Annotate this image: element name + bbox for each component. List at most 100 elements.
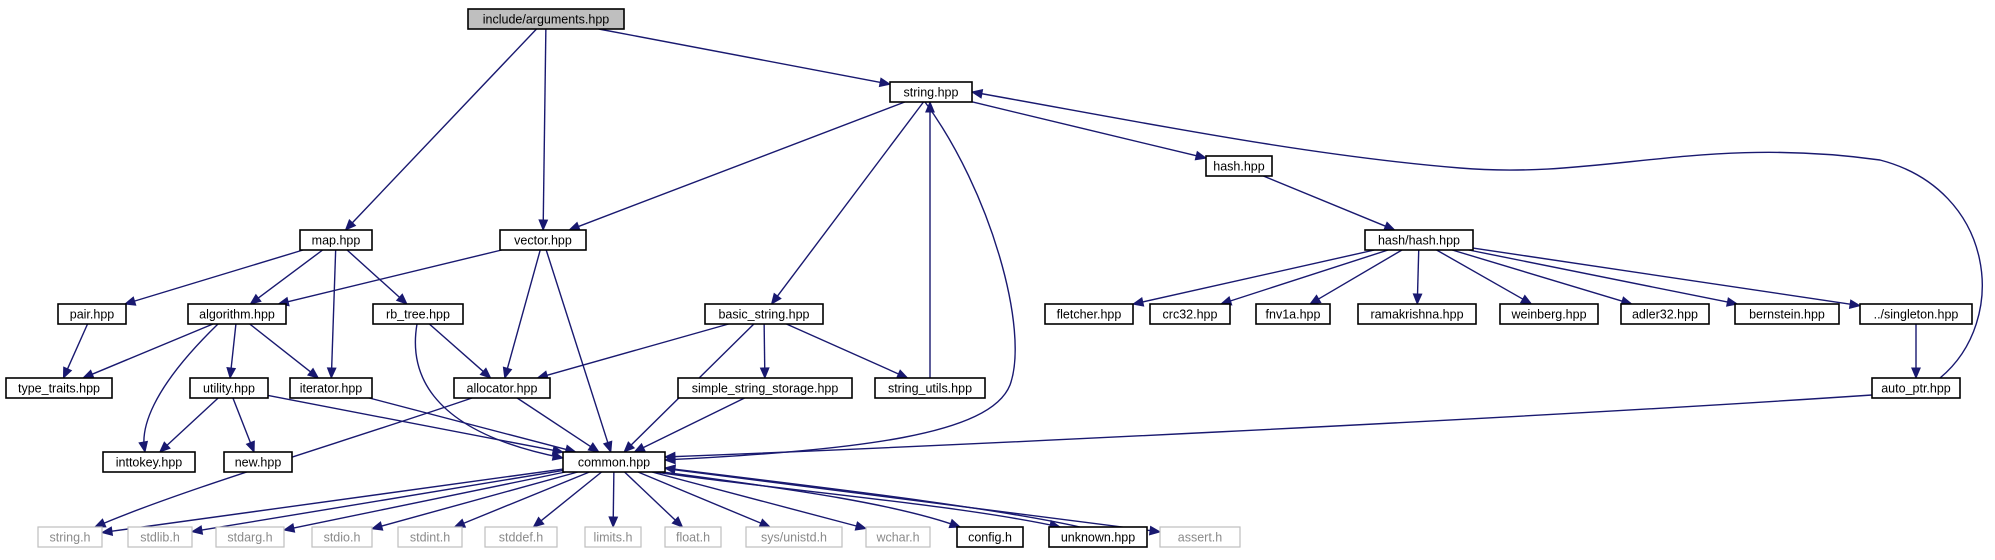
edge-root-to-string-hpp-arrow (878, 77, 892, 88)
edge-simple-string-storage-hpp-to-common-hpp (642, 397, 745, 449)
node-type-traits-hpp[interactable]: type_traits.hpp (5, 377, 113, 399)
node-string-h[interactable]: string.h (37, 526, 103, 548)
edge-utility-hpp-to-new-hpp (232, 397, 252, 444)
edge-common-hpp-to-stddef-h-arrow (532, 516, 545, 528)
node-algorithm-hpp[interactable]: algorithm.hpp (187, 303, 287, 325)
node-ramakrishna-hpp[interactable]: ramakrishna.hpp (1357, 303, 1477, 325)
node-inttokey-hpp[interactable]: inttokey.hpp (102, 451, 196, 473)
node-fnv1a-hpp[interactable]: fnv1a.hpp (1255, 303, 1331, 325)
node-box (1364, 229, 1474, 251)
edge-root-to-vector-hpp (542, 28, 547, 222)
node-fletcher-hpp[interactable]: fletcher.hpp (1044, 303, 1134, 325)
edge-common-hpp-to-config-h-arrow (948, 518, 962, 529)
node-box (745, 526, 843, 548)
node-wchar-h[interactable]: wchar.h (865, 526, 931, 548)
node-box (1048, 526, 1148, 548)
node-adler32-hpp[interactable]: adler32.hpp (1620, 303, 1710, 325)
edge-rb-tree-hpp-to-common-hpp (414, 323, 564, 459)
node-map-hpp[interactable]: map.hpp (299, 229, 373, 251)
node-assert-h[interactable]: assert.h (1159, 526, 1241, 548)
node-stdint-h[interactable]: stdint.h (397, 526, 463, 548)
edge-map-hpp-to-pair-hpp (133, 249, 304, 303)
edge-common-hpp-to-stdarg-h-arrow (282, 523, 296, 533)
node-weinberg-hpp[interactable]: weinberg.hpp (1499, 303, 1599, 325)
node-box (1159, 526, 1241, 548)
node-box (1859, 303, 1973, 325)
node-iterator-hpp[interactable]: iterator.hpp (289, 377, 373, 399)
node-auto-ptr-hpp[interactable]: auto_ptr.hpp (1871, 377, 1961, 399)
edge-hashhash-to-singleton-hpp-arrow (1848, 299, 1862, 310)
edge-common-hpp-to-stdio-h (380, 471, 578, 528)
edge-simple-string-storage-hpp-to-common-hpp-arrow (633, 442, 647, 453)
node-stdio-h[interactable]: stdio.h (311, 526, 373, 548)
node-vector-hpp[interactable]: vector.hpp (499, 229, 587, 251)
node-label: rb_tree.hpp (386, 307, 450, 321)
edge-allocator-hpp-to-common-hpp (516, 397, 592, 448)
node-config-h[interactable]: config.h (956, 526, 1024, 548)
edge-vector-hpp-to-common-hpp-arrow (602, 440, 613, 454)
node-bernstein-hpp[interactable]: bernstein.hpp (1734, 303, 1840, 325)
node-allocator-hpp[interactable]: allocator.hpp (453, 377, 551, 399)
node-label: stddef.h (499, 530, 544, 544)
node-pair-hpp[interactable]: pair.hpp (57, 303, 127, 325)
node-label: basic_string.hpp (718, 307, 809, 321)
node-box (102, 451, 196, 473)
edge-hashhash-to-weinberg-hpp-arrow (1519, 294, 1533, 305)
edge-auto-ptr-hpp-to-string-hpp-arrow (970, 88, 984, 99)
node-crc32-hpp[interactable]: crc32.hpp (1149, 303, 1231, 325)
node-utility-hpp[interactable]: utility.hpp (189, 377, 269, 399)
edge-common-hpp-to-unknown-hpp (654, 471, 1061, 528)
edge-allocator-hpp-to-common-hpp-arrow (587, 442, 600, 453)
edge-common-hpp-to-string-h (110, 468, 564, 533)
edge-algorithm-hpp-to-utility-hpp-arrow (226, 367, 237, 380)
edge-root-to-vector-hpp-arrow (538, 219, 549, 232)
edge-hashhash-to-adler32-hpp (1452, 249, 1624, 303)
node-string-utils-hpp[interactable]: string_utils.hpp (874, 377, 986, 399)
node-hashhash[interactable]: hash/hash.hpp (1364, 229, 1474, 251)
node-limits-h[interactable]: limits.h (584, 526, 642, 548)
node-box (37, 526, 103, 548)
node-label: limits.h (594, 530, 633, 544)
edge-vector-hpp-to-allocator-hpp-arrow (502, 366, 513, 380)
node-label: stdlib.h (140, 530, 180, 544)
node-label: common.hpp (578, 455, 650, 469)
node-basic-string-hpp[interactable]: basic_string.hpp (704, 303, 824, 325)
node-unknown-hpp[interactable]: unknown.hpp (1048, 526, 1148, 548)
edge-utility-hpp-to-common-hpp-arrow (551, 445, 565, 456)
node-stddef-h[interactable]: stddef.h (484, 526, 558, 548)
node-box (499, 229, 587, 251)
node-simple-string-storage-hpp[interactable]: simple_string_storage.hpp (677, 377, 853, 399)
edge-common-hpp-to-limits-h-arrow (608, 516, 619, 529)
node-singleton-hpp[interactable]: ../singleton.hpp (1859, 303, 1973, 325)
edge-auto-ptr-hpp-to-common-hpp (664, 394, 1873, 458)
node-box (1149, 303, 1231, 325)
node-stdarg-h[interactable]: stdarg.h (215, 526, 285, 548)
edge-map-hpp-to-algorithm-hpp (257, 249, 324, 300)
edge-root-to-string-hpp (598, 28, 882, 84)
node-new-hpp[interactable]: new.hpp (223, 451, 293, 473)
edge-common-hpp-to-stdint-h (462, 471, 590, 525)
edge-vector-hpp-to-allocator-hpp (506, 249, 541, 370)
node-stdlib-h[interactable]: stdlib.h (127, 526, 193, 548)
edge-unknown-hpp-to-common-hpp (664, 467, 1081, 528)
node-box (704, 303, 824, 325)
node-label: ramakrishna.hpp (1370, 307, 1463, 321)
node-float-h[interactable]: float.h (664, 526, 722, 548)
node-hash-hpp[interactable]: hash.hpp (1205, 155, 1273, 177)
edge-map-hpp-to-pair-hpp-arrow (123, 296, 137, 306)
node-root[interactable]: include/arguments.hpp (467, 8, 625, 30)
edge-string-hpp-to-vector-hpp (577, 101, 906, 228)
edge-utility-hpp-to-inttokey-hpp (165, 397, 219, 447)
node-common-hpp[interactable]: common.hpp (562, 451, 666, 473)
node-string-hpp[interactable]: string.hpp (889, 81, 973, 103)
edge-algorithm-hpp-to-type-traits-hpp (91, 323, 214, 376)
edge-hashhash-to-crc32-hpp (1229, 249, 1389, 302)
nodes-layer: include/arguments.hpp string.hpp hash.hpp h… (5, 8, 1973, 548)
node-label: iterator.hpp (300, 381, 363, 395)
node-rb-tree-hpp[interactable]: rb_tree.hpp (372, 303, 464, 325)
edge-hash-hpp-to-hashhash-arrow (1383, 221, 1396, 231)
edge-hashhash-to-fletcher-hpp-arrow (1131, 297, 1145, 307)
edge-common-hpp-to-stdlib-h (200, 469, 564, 531)
edge-common-hpp-to-limits-h (612, 471, 615, 519)
node-sys-unistd-h[interactable]: sys/unistd.h (745, 526, 843, 548)
